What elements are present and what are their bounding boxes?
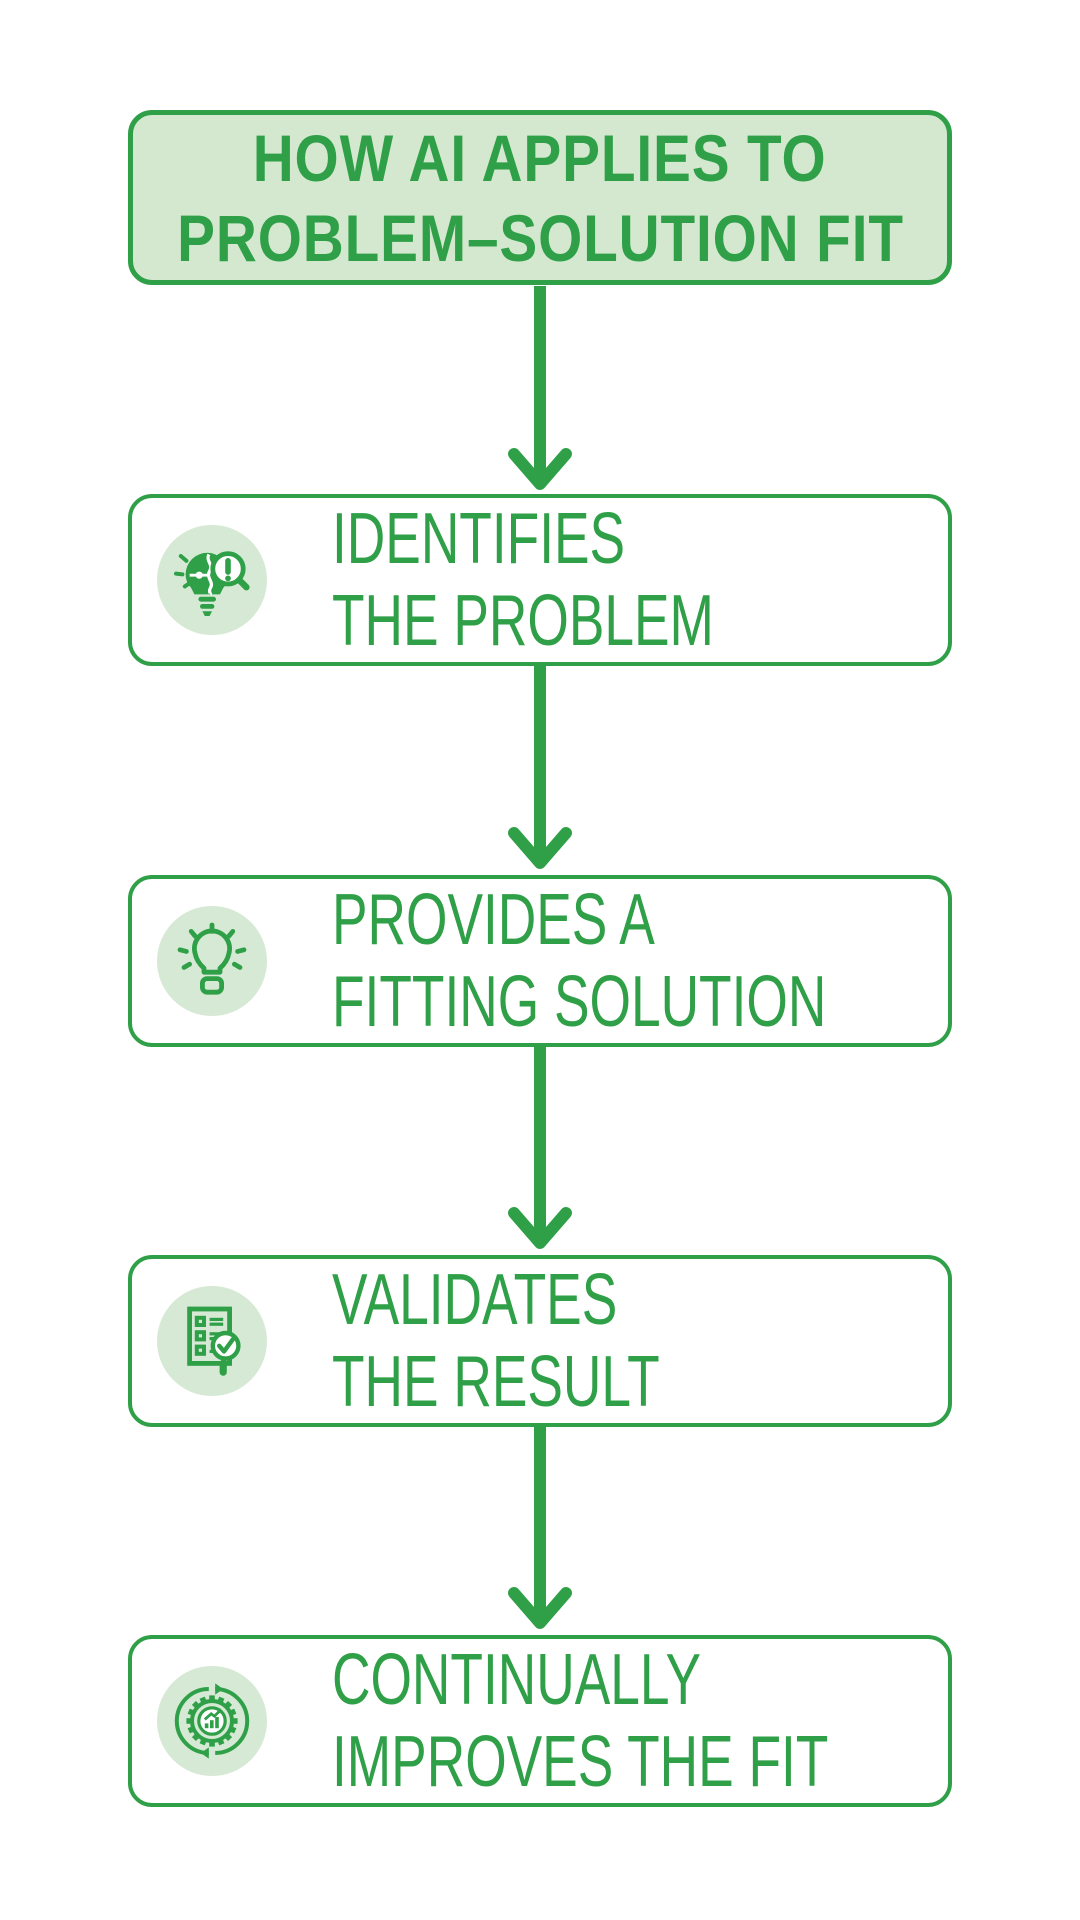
step-box-improves-fit: CONTINUALLY IMPROVES THE FIT: [128, 1635, 952, 1807]
problem-identification-icon: [174, 551, 250, 616]
step-2-line-1: PROVIDES A: [332, 880, 655, 960]
step-text: PROVIDES A FITTING SOLUTION: [332, 879, 1000, 1043]
checklist-validation-icon: [187, 1306, 241, 1376]
step-4-line-2: IMPROVES THE FIT: [332, 1722, 829, 1802]
title-line-1: HOW AI APPLIES TO: [253, 120, 827, 195]
step-text: VALIDATES THE RESULT: [332, 1259, 775, 1423]
icon-circle: [157, 1286, 267, 1396]
continuous-improvement-icon: [174, 1683, 250, 1759]
flow-arrow-3: [500, 1045, 580, 1251]
step-box-validates-result: VALIDATES THE RESULT: [128, 1255, 952, 1427]
down-arrow-icon: [508, 1045, 572, 1249]
step-1-line-2: THE PROBLEM: [332, 581, 714, 661]
icon-circle: [157, 525, 267, 635]
down-arrow-icon: [508, 286, 572, 490]
step-box-provides-solution: PROVIDES A FITTING SOLUTION: [128, 875, 952, 1047]
down-arrow-icon: [508, 1427, 572, 1629]
icon-circle: [157, 906, 267, 1016]
title-line-2: PROBLEM–SOLUTION FIT: [176, 200, 904, 275]
step-text: IDENTIFIES THE PROBLEM: [332, 498, 848, 662]
step-3-line-2: THE RESULT: [332, 1342, 660, 1422]
step-1-line-1: IDENTIFIES: [332, 499, 626, 579]
step-3-line-1: VALIDATES: [332, 1260, 618, 1340]
step-text: CONTINUALLY IMPROVES THE FIT: [332, 1639, 1003, 1803]
flow-arrow-4: [500, 1427, 580, 1631]
lightbulb-solution-icon: [177, 922, 247, 995]
title-box: HOW AI APPLIES TO PROBLEM–SOLUTION FIT: [128, 110, 952, 285]
down-arrow-icon: [508, 665, 572, 869]
flow-arrow-2: [500, 665, 580, 871]
flow-arrow-1: [500, 286, 580, 492]
step-4-line-1: CONTINUALLY: [332, 1640, 702, 1720]
step-2-line-2: FITTING SOLUTION: [332, 962, 827, 1042]
icon-circle: [157, 1666, 267, 1776]
step-box-identifies-problem: IDENTIFIES THE PROBLEM: [128, 494, 952, 666]
